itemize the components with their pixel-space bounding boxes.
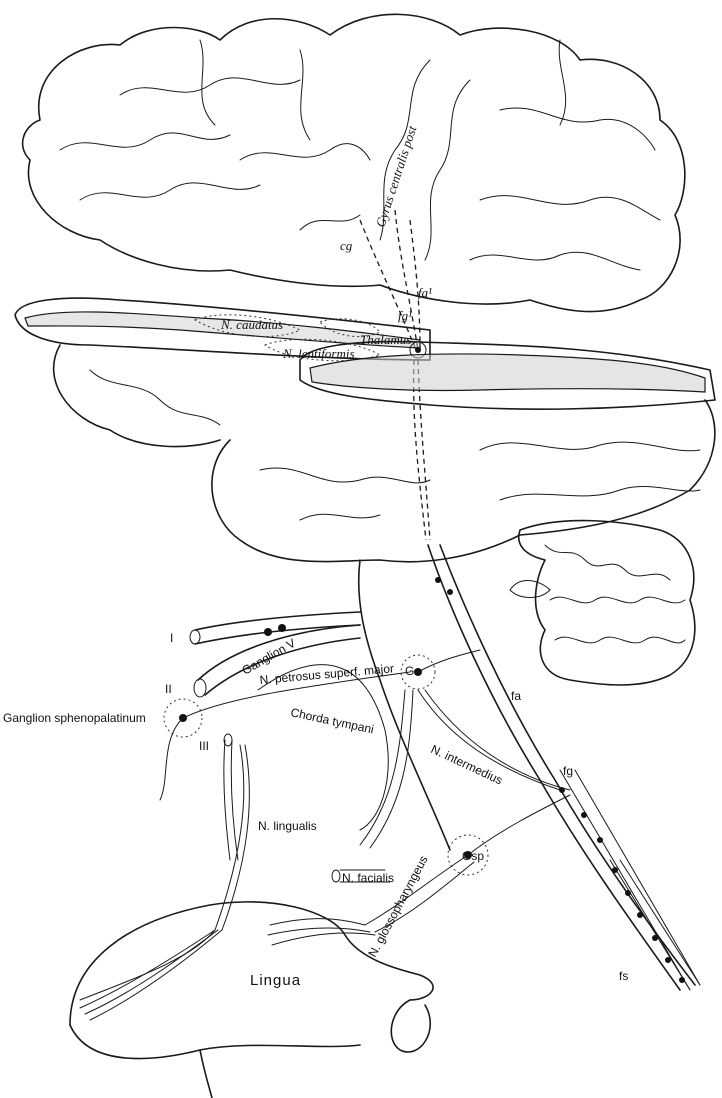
brainstem-tract <box>359 545 700 990</box>
label-ga: Ga <box>405 664 421 678</box>
cerebellum-section <box>510 521 695 685</box>
lower-hemisphere <box>54 342 715 562</box>
label-gsp: Gsp <box>462 849 484 863</box>
upper-hemisphere <box>23 14 685 311</box>
label-n-lingualis: N. lingualis <box>258 819 317 833</box>
label-fg: fg <box>563 764 573 778</box>
label-roman-iii: III <box>199 739 209 753</box>
label-lingua: Lingua <box>250 972 301 989</box>
label-thalamus: Thalamus <box>360 332 411 347</box>
label-n-caudatus: N. caudatus <box>220 317 283 332</box>
label-roman-i: I <box>170 631 173 645</box>
label-cg: cg <box>340 238 353 253</box>
tongue-fibers <box>80 919 375 1020</box>
label-fg1: fg¹ <box>398 308 412 323</box>
label-n-intermedius: N. intermedius <box>429 742 505 787</box>
label-gyrus-centralis-post: Gyrus centralis post <box>373 124 420 229</box>
label-fs: fs <box>619 969 628 983</box>
label-roman-ii: II <box>165 682 172 696</box>
label-n-glossopharyngeus: N. glossopharyngeus <box>365 853 430 959</box>
label-fa: fa <box>511 689 521 703</box>
label-n-facialis: N. facialis <box>342 871 394 885</box>
label-ganglion-sphenopalatinum: Ganglion sphenopalatinum <box>3 711 146 725</box>
label-chorda-tympani: Chorda tympani <box>289 705 375 736</box>
label-n-lentiformis: N. lentiformis <box>282 346 355 361</box>
label-fa1: fa¹ <box>418 285 432 300</box>
